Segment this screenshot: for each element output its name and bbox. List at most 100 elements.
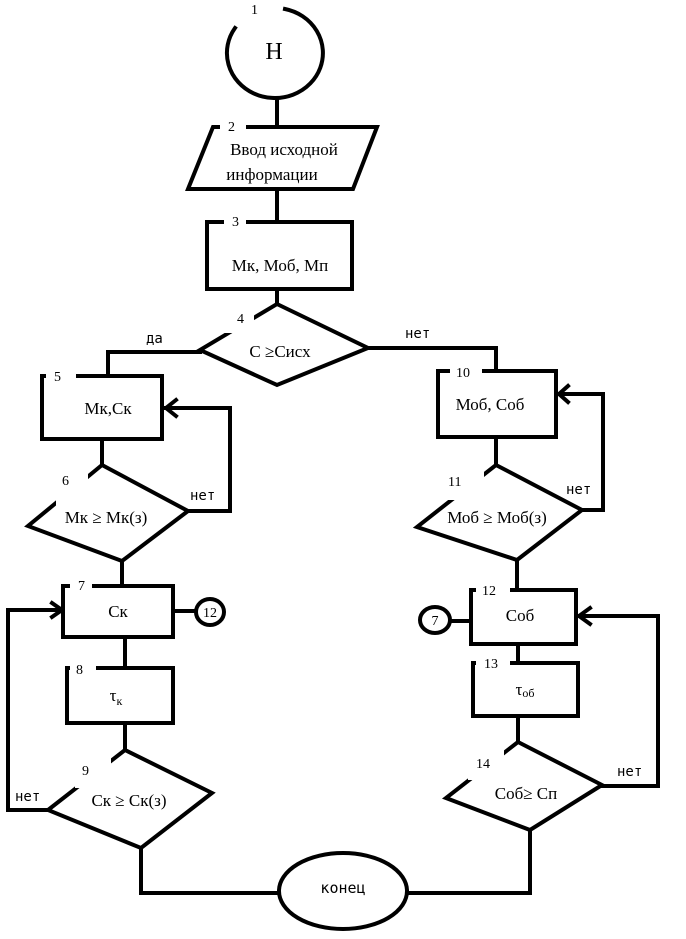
block-9-decision[interactable]: 9 Ск ≥ Ск(з) нет — [15, 747, 216, 851]
block-number: 14 — [476, 757, 490, 772]
process-shape — [205, 220, 354, 291]
arrow-head-icon — [575, 605, 593, 627]
block-text: конец — [320, 879, 365, 897]
block-text: С ≥Сисх — [249, 342, 311, 361]
block-11-decision[interactable]: 11 Моб ≥ Моб(з) нет — [412, 462, 591, 563]
block-6-decision[interactable]: 6 Мк ≥ Мк(з) нет — [24, 462, 215, 564]
edge-4-5-yes — [106, 350, 202, 378]
edge-4-10-no — [366, 346, 498, 372]
process-shape — [471, 661, 580, 718]
block-7-process[interactable]: 7 Ск — [61, 578, 175, 639]
block-text: Моб ≥ Моб(з) — [447, 508, 547, 527]
edge-label-no: нет — [190, 488, 215, 504]
block-text-line-1: Ввод исходной — [230, 140, 338, 159]
block-text: Мк ≥ Мк(з) — [65, 508, 148, 527]
process-shape — [436, 369, 558, 439]
block-number: 4 — [237, 312, 244, 327]
block-number: 1 — [251, 3, 258, 18]
edge-label-yes: да — [146, 331, 163, 347]
block-number: 3 — [232, 215, 239, 230]
block-1-start[interactable]: 1 Н — [224, 3, 325, 100]
edge-14-12-no — [577, 614, 660, 788]
number-gap — [450, 363, 482, 377]
edge-label-no: нет — [617, 764, 642, 780]
number-gap — [224, 214, 246, 228]
connector-7[interactable]: 7 — [418, 605, 452, 635]
block-text: Ск — [108, 602, 128, 621]
block-13-process[interactable]: 13 τоб — [471, 655, 580, 718]
number-gap — [476, 582, 510, 596]
process-shape — [40, 374, 164, 441]
block-12-process[interactable]: 12 Соб — [469, 582, 578, 646]
edge-9-7-no — [6, 608, 64, 812]
number-gap — [476, 655, 510, 669]
number-gap — [56, 466, 88, 510]
block-8-process[interactable]: 8 τк — [65, 660, 175, 725]
block-number: 2 — [228, 120, 235, 135]
block-number: 6 — [62, 474, 69, 489]
number-gap — [75, 752, 111, 788]
edge-label-no: нет — [405, 326, 430, 342]
block-number: 7 — [78, 579, 85, 594]
number-gap — [220, 119, 246, 133]
block-text: Н — [265, 39, 282, 65]
number-gap — [444, 466, 484, 500]
number-gap — [224, 305, 254, 333]
block-14-decision[interactable]: 14 Соб≥ Сп нет — [441, 739, 642, 833]
decision-shape — [412, 462, 586, 563]
block-text-line-2: информации — [226, 165, 317, 184]
block-number: 11 — [448, 475, 461, 490]
symbol: τ — [516, 680, 523, 699]
edge-label-no: нет — [15, 789, 40, 805]
tau-symbol: τк — [110, 686, 123, 708]
edges — [6, 96, 660, 895]
end-terminator-shape — [277, 851, 409, 931]
number-gap — [70, 660, 96, 674]
process-shape — [65, 666, 175, 725]
block-3-process[interactable]: 3 Мк, Моб, Мп — [205, 214, 354, 291]
block-text: Соб≥ Сп — [495, 784, 558, 803]
edge-6-5-no — [164, 406, 232, 513]
io-shape — [185, 125, 380, 191]
process-shape — [61, 584, 175, 639]
decision-shape — [44, 747, 216, 851]
edge-14-end — [406, 828, 532, 895]
decision-shape — [24, 462, 192, 564]
start-terminator-shape — [224, 6, 325, 100]
block-5-process[interactable]: 5 Мк,Ск — [40, 368, 164, 441]
block-number: 5 — [54, 370, 61, 385]
subscript: об — [522, 686, 534, 700]
decision-shape — [195, 301, 373, 388]
block-2-input[interactable]: 2 Ввод исходной информации — [185, 119, 380, 191]
connector-circle — [418, 605, 452, 635]
connector-circle — [194, 597, 226, 627]
block-text: Моб, Соб — [456, 395, 525, 414]
connector-label: 12 — [203, 606, 217, 621]
number-gap — [468, 744, 504, 780]
block-text: Мк,Ск — [84, 399, 132, 418]
block-10-process[interactable]: 10 Моб, Соб — [436, 363, 558, 439]
edge-9-end — [139, 846, 280, 895]
block-text: Ск ≥ Ск(з) — [91, 791, 166, 810]
tau-symbol: τоб — [516, 680, 535, 700]
edge-label-no: нет — [566, 482, 591, 498]
number-gap — [46, 368, 76, 382]
block-text: Мк, Моб, Мп — [232, 256, 328, 275]
number-gap — [70, 578, 92, 592]
edge-11-10-no — [557, 392, 605, 512]
block-number: 8 — [76, 663, 83, 678]
symbol: τ — [110, 686, 117, 705]
arrow-head-icon — [555, 383, 571, 405]
arrow-head-icon — [162, 397, 179, 419]
block-text: Соб — [506, 606, 535, 625]
block-4-decision[interactable]: 4 С ≥Сисх да нет — [146, 301, 430, 388]
block-number: 9 — [82, 764, 89, 779]
connector-12[interactable]: 12 — [194, 597, 226, 627]
block-number: 10 — [456, 366, 470, 381]
block-end[interactable]: конец — [277, 851, 409, 931]
block-number: 12 — [482, 584, 496, 599]
connector-label: 7 — [432, 614, 439, 629]
subscript: к — [117, 694, 123, 708]
process-shape — [469, 588, 578, 646]
